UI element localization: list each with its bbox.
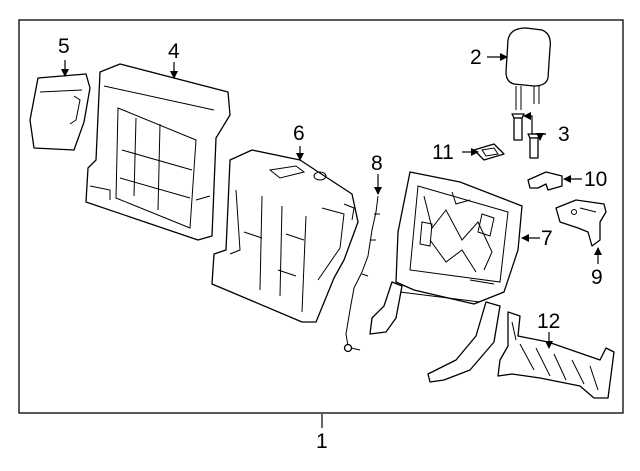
callout-8: 8	[371, 152, 383, 175]
callout-3: 3	[558, 123, 570, 146]
part-7-frame	[369, 171, 523, 383]
part-12-lower-frame	[497, 311, 615, 399]
callout-7: 7	[541, 227, 553, 250]
part-9-latch	[555, 199, 607, 247]
part-2-headrest	[505, 27, 551, 110]
callout-10: 10	[584, 168, 607, 191]
callout-6: 6	[293, 122, 305, 145]
part-4-back-cover	[85, 63, 231, 241]
callout-1: 1	[316, 430, 328, 453]
callout-11: 11	[432, 141, 454, 164]
part-10-clip	[527, 171, 563, 191]
callout-5: 5	[58, 35, 70, 58]
part-6-back-panel	[211, 149, 359, 323]
part-8-cable	[343, 195, 380, 353]
part-11-bracket	[473, 143, 505, 161]
diagram-frame	[18, 19, 624, 414]
callout-12: 12	[537, 310, 560, 333]
callout-9: 9	[591, 266, 603, 289]
part-3-guides	[511, 113, 541, 159]
callout-2: 2	[470, 46, 482, 69]
part-5-pad	[29, 73, 91, 151]
leader-lines	[61, 53, 602, 428]
callout-4: 4	[168, 40, 180, 63]
